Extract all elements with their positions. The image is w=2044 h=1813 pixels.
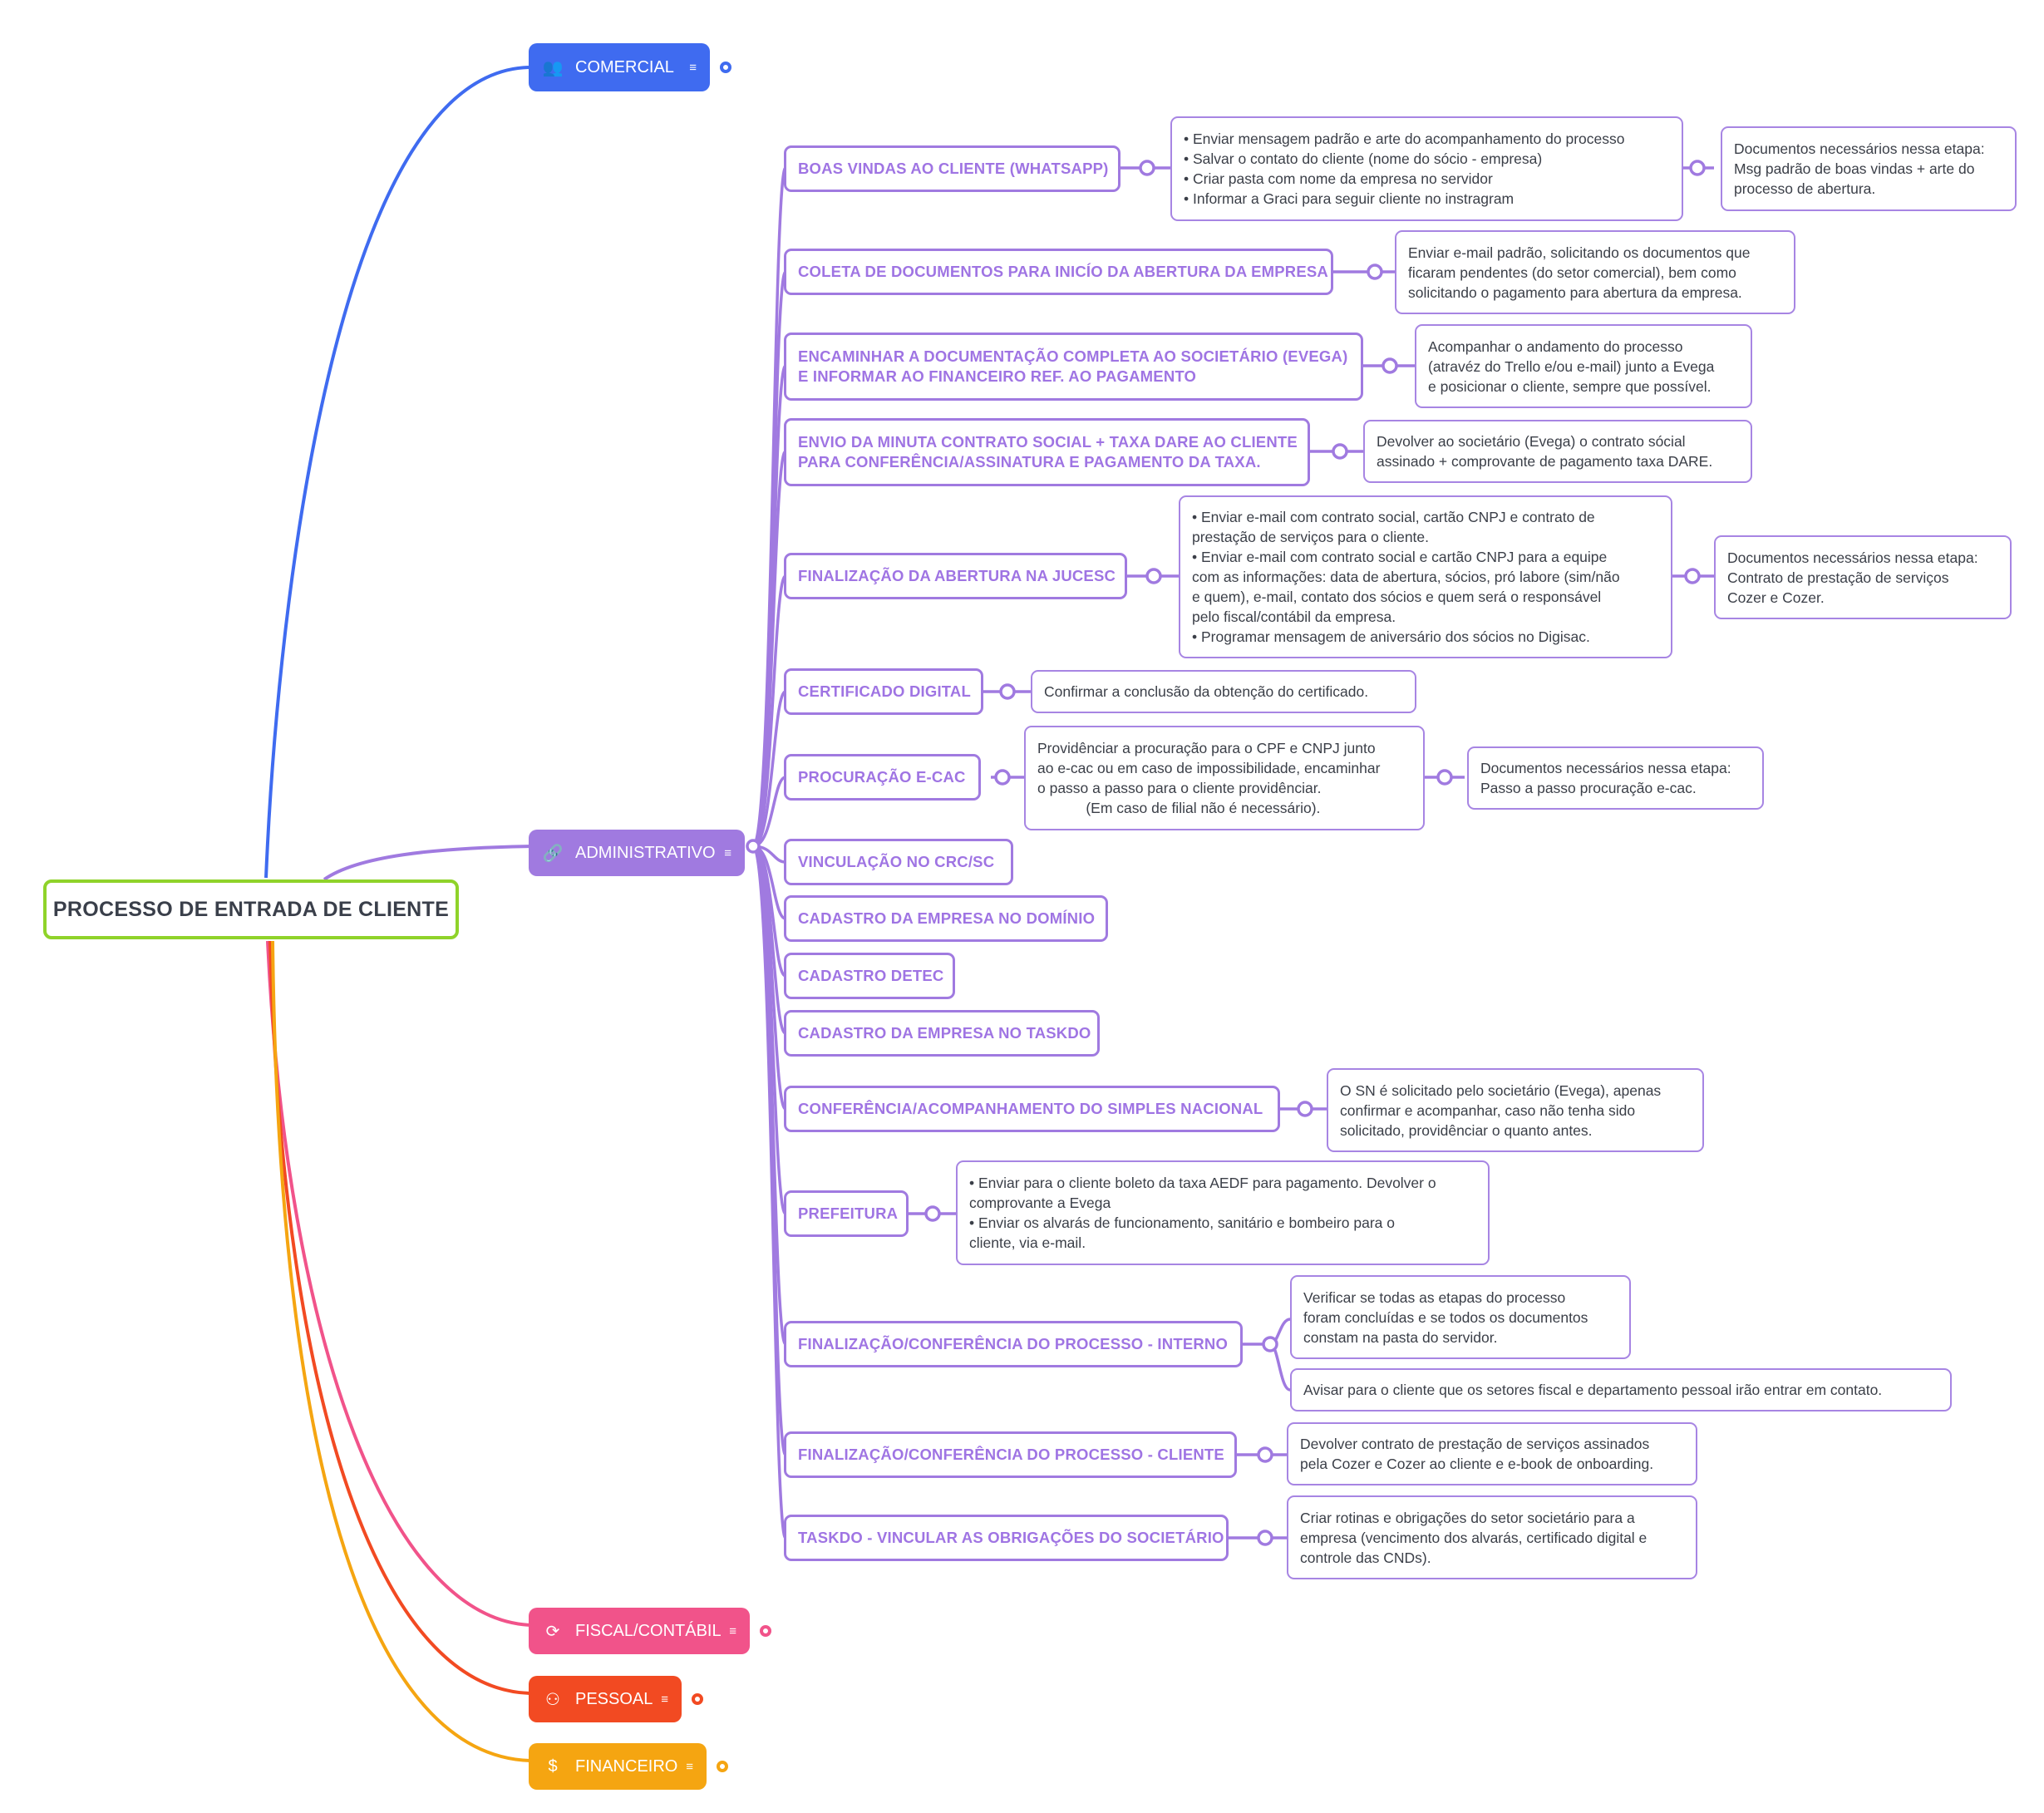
branch-pessoal[interactable]: ⚇ PESSOAL ≡ bbox=[529, 1676, 682, 1722]
step-encaminhar-documentacao[interactable]: ENCAMINHAR A DOCUMENTAÇÃO COMPLETA AO SO… bbox=[784, 333, 1363, 401]
step-certificado-digital[interactable]: CERTIFICADO DIGITAL bbox=[784, 668, 983, 715]
branch-label: ADMINISTRATIVO bbox=[575, 843, 716, 862]
note-avisar-cliente[interactable]: Avisar para o cliente que os setores fis… bbox=[1290, 1368, 1952, 1411]
note-devolver-contrato[interactable]: Devolver contrato de prestação de serviç… bbox=[1287, 1422, 1697, 1485]
branch-comercial[interactable]: 👥 COMERCIAL ≡ bbox=[529, 43, 710, 91]
branch-fiscal[interactable]: ⟳ FISCAL/CONTÁBIL ≡ bbox=[529, 1608, 750, 1654]
step-cadastro-detec[interactable]: CADASTRO DETEC bbox=[784, 953, 955, 999]
collapse-toggle-pessoal[interactable] bbox=[692, 1693, 703, 1705]
note-icon[interactable]: ≡ bbox=[729, 1623, 736, 1638]
step-cadastro-dominio[interactable]: CADASTRO DA EMPRESA NO DOMÍNIO bbox=[784, 895, 1108, 942]
note-icon[interactable]: ≡ bbox=[689, 60, 697, 75]
step-finalizacao-interno[interactable]: FINALIZAÇÃO/CONFERÊNCIA DO PROCESSO - IN… bbox=[784, 1321, 1243, 1367]
note-jucesc-documentos[interactable]: Documentos necessários nessa etapa: Cont… bbox=[1714, 535, 2012, 619]
people-icon: 👥 bbox=[542, 58, 564, 77]
note-coleta-documentos[interactable]: Enviar e-mail padrão, solicitando os doc… bbox=[1395, 230, 1795, 314]
step-vinculacao-crc[interactable]: VINCULAÇÃO NO CRC/SC bbox=[784, 839, 1013, 885]
chart-icon: ⟳ bbox=[545, 1622, 560, 1641]
step-boas-vindas[interactable]: BOAS VINDAS AO CLIENTE (WHATSAPP) bbox=[784, 145, 1121, 192]
branch-financeiro[interactable]: $ FINANCEIRO ≡ bbox=[529, 1743, 707, 1790]
group-icon: ⚇ bbox=[545, 1690, 560, 1709]
branch-label: PESSOAL bbox=[575, 1689, 653, 1708]
branch-label: FINANCEIRO bbox=[575, 1756, 678, 1776]
step-simples-nacional[interactable]: CONFERÊNCIA/ACOMPANHAMENTO DO SIMPLES NA… bbox=[784, 1086, 1280, 1132]
note-icon[interactable]: ≡ bbox=[724, 845, 731, 860]
note-verificar-etapas[interactable]: Verificar se todas as etapas do processo… bbox=[1290, 1275, 1631, 1359]
note-criar-rotinas[interactable]: Criar rotinas e obrigações do setor soci… bbox=[1287, 1495, 1697, 1579]
note-finalizacao-jucesc[interactable]: • Enviar e-mail com contrato social, car… bbox=[1179, 495, 1672, 658]
step-coleta-documentos[interactable]: COLETA DE DOCUMENTOS PARA INICÍO DA ABER… bbox=[784, 249, 1333, 295]
note-boas-vindas[interactable]: • Enviar mensagem padrão e arte do acomp… bbox=[1170, 116, 1683, 221]
note-prefeitura[interactable]: • Enviar para o cliente boleto da taxa A… bbox=[956, 1160, 1490, 1265]
wire-financeiro bbox=[271, 940, 533, 1762]
step-procuracao-ecac[interactable]: PROCURAÇÃO E-CAC bbox=[784, 754, 981, 801]
branch-administrativo[interactable]: 🔗 ADMINISTRATIVO ≡ bbox=[529, 830, 745, 876]
note-boas-vindas-documentos[interactable]: Documentos necessários nessa etapa: Msg … bbox=[1721, 126, 2017, 211]
step-taskdo-societario[interactable]: TASKDO - VINCULAR AS OBRIGAÇÕES DO SOCIE… bbox=[784, 1515, 1229, 1561]
note-acompanhar-andamento[interactable]: Acompanhar o andamento do processo (atra… bbox=[1415, 324, 1752, 408]
collapse-toggle-comercial[interactable] bbox=[720, 62, 731, 73]
root-topic[interactable]: PROCESSO DE ENTRADA DE CLIENTE bbox=[43, 879, 459, 939]
branch-label: COMERCIAL bbox=[575, 57, 674, 76]
step-cadastro-taskdo[interactable]: CADASTRO DA EMPRESA NO TASKDO bbox=[784, 1010, 1100, 1057]
branch-label: FISCAL/CONTÁBIL bbox=[575, 1621, 722, 1640]
collapse-toggle-financeiro[interactable] bbox=[717, 1761, 728, 1772]
step-envio-minuta[interactable]: ENVIO DA MINUTA CONTRATO SOCIAL + TAXA D… bbox=[784, 418, 1310, 486]
step-finalizacao-jucesc[interactable]: FINALIZAÇÃO DA ABERTURA NA JUCESC bbox=[784, 553, 1127, 599]
collapse-toggle-fiscal[interactable] bbox=[760, 1625, 771, 1637]
step-prefeitura[interactable]: PREFEITURA bbox=[784, 1190, 909, 1237]
note-simples-nacional[interactable]: O SN é solicitado pelo societário (Evega… bbox=[1327, 1068, 1704, 1152]
wire-pessoal bbox=[268, 940, 533, 1695]
note-icon[interactable]: ≡ bbox=[686, 1759, 693, 1774]
step-finalizacao-cliente[interactable]: FINALIZAÇÃO/CONFERÊNCIA DO PROCESSO - CL… bbox=[784, 1431, 1237, 1478]
note-devolver-societario[interactable]: Devolver ao societário (Evega) o contrat… bbox=[1363, 420, 1752, 483]
note-procuracao-documentos[interactable]: Documentos necessários nessa etapa: Pass… bbox=[1467, 746, 1764, 810]
paperclip-icon: 🔗 bbox=[542, 844, 564, 863]
note-certificado[interactable]: Confirmar a conclusão da obtenção do cer… bbox=[1031, 670, 1416, 713]
wire-fiscal bbox=[266, 940, 533, 1627]
wire-administrativo bbox=[323, 845, 533, 881]
note-icon[interactable]: ≡ bbox=[661, 1692, 668, 1707]
note-procuracao[interactable]: Providênciar a procuração para o CPF e C… bbox=[1024, 726, 1425, 830]
connector-dots bbox=[746, 160, 1706, 1546]
dollar-icon: $ bbox=[548, 1756, 558, 1776]
wire-comercial bbox=[264, 65, 533, 879]
